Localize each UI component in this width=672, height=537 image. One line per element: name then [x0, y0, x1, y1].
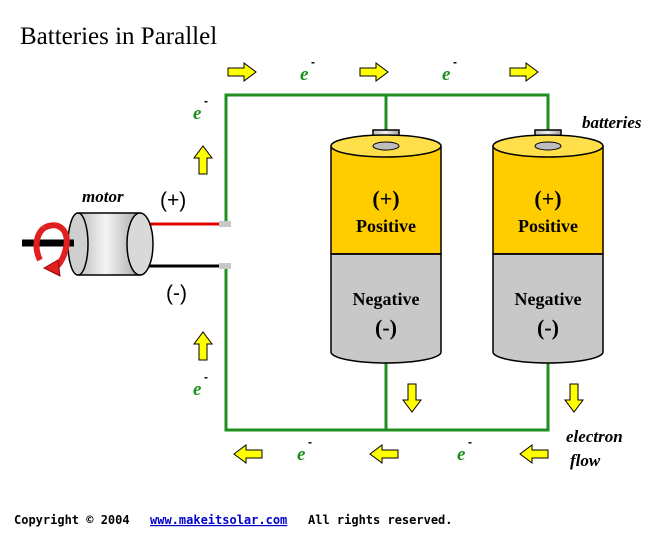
electron-labels: e - e - e - e - e - e - — [193, 55, 472, 465]
electron-label: e — [193, 379, 202, 400]
battery-2 — [492, 129, 604, 364]
electron-charge: - — [468, 435, 472, 449]
electron-label: e — [442, 64, 451, 85]
circuit-wires — [224, 93, 550, 432]
battery-2-negative-half — [492, 253, 604, 364]
arrow-down-icon — [564, 383, 584, 413]
arrow-left-icon — [233, 444, 263, 464]
motor-minus-label: (-) — [166, 282, 187, 305]
electron-label: e — [193, 103, 202, 124]
arrow-right-icon — [359, 62, 389, 82]
arrow-left-icon — [369, 444, 399, 464]
motor-leads — [148, 221, 231, 269]
battery-1-positive-half — [330, 145, 442, 255]
arrow-down-icon — [402, 383, 422, 413]
battery-2-positive-half — [492, 145, 604, 255]
battery-1 — [330, 129, 442, 364]
electron-flow-label-line1: electron — [566, 427, 623, 446]
copyright-text: Copyright © 2004 — [14, 513, 130, 527]
rights-text: All rights reserved. — [308, 513, 453, 527]
electron-label: e — [457, 444, 466, 465]
negative-terminal — [219, 263, 231, 269]
battery-1-negative-half — [330, 253, 442, 364]
electron-charge: - — [311, 55, 315, 69]
motor-plus-label: (+) — [160, 189, 186, 212]
electron-flow-label-line2: flow — [570, 451, 601, 470]
arrow-left-icon — [519, 444, 549, 464]
diagram-title: Batteries in Parallel — [20, 23, 217, 50]
battery-2-negative-label: Negative — [515, 289, 582, 309]
arrow-up-icon — [193, 331, 213, 361]
battery-1-minus: (-) — [375, 315, 397, 340]
arrow-up-icon — [193, 145, 213, 175]
electron-charge: - — [204, 94, 208, 108]
positive-terminal — [219, 221, 231, 227]
motor — [22, 212, 154, 277]
motor-label: motor — [82, 187, 124, 206]
battery-1-negative-label: Negative — [353, 289, 420, 309]
electron-charge: - — [453, 55, 457, 69]
battery-2-positive-label: Positive — [518, 216, 578, 236]
electron-label: e — [297, 444, 306, 465]
electron-label: e — [300, 64, 309, 85]
battery-2-minus: (-) — [537, 315, 559, 340]
batteries-label: batteries — [582, 113, 642, 132]
arrow-right-icon — [227, 62, 257, 82]
battery-1-positive-label: Positive — [356, 216, 416, 236]
battery-2-plus: (+) — [534, 186, 561, 211]
arrow-right-icon — [509, 62, 539, 82]
battery-1-plus: (+) — [372, 186, 399, 211]
electron-charge: - — [308, 435, 312, 449]
motor-end — [126, 212, 154, 276]
website-link[interactable]: www.makeitsolar.com — [150, 513, 287, 527]
electron-charge: - — [204, 370, 208, 384]
